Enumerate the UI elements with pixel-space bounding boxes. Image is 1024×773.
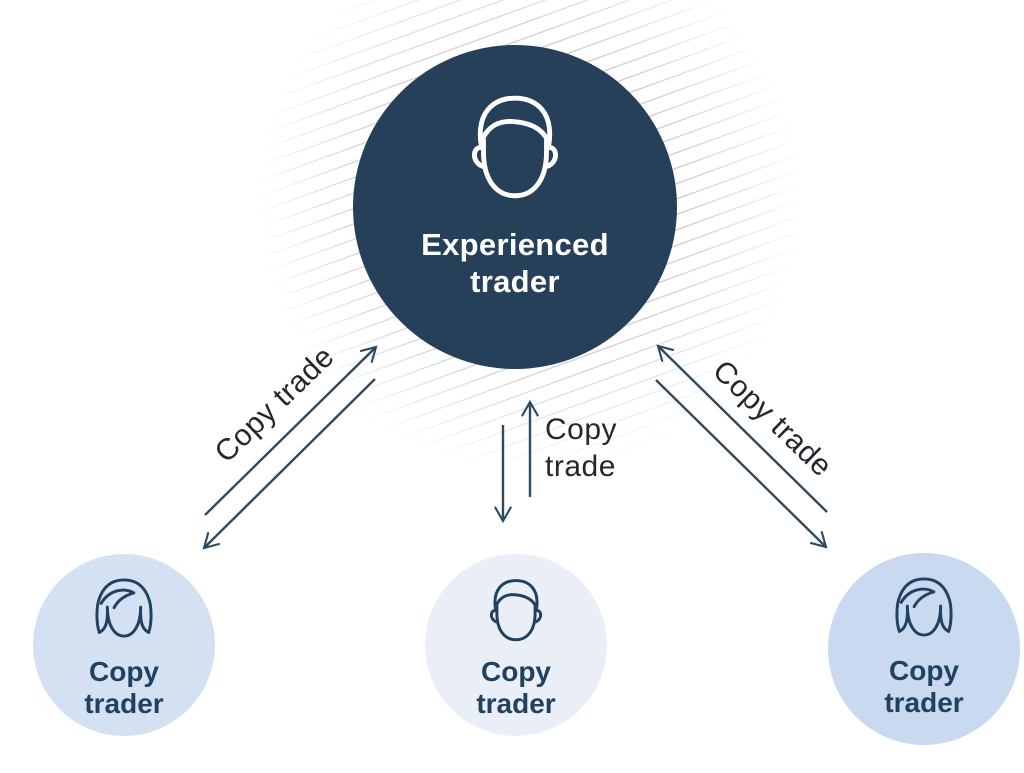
female-face-icon <box>87 574 161 650</box>
male-face-icon <box>454 87 576 213</box>
copy-trader-node-left: Copy trader <box>33 554 215 736</box>
experienced-trader-label: Experienced trader <box>421 227 609 299</box>
copy-trader-label: Copy trader <box>84 656 164 720</box>
experienced-trader-node: Experienced trader <box>353 45 677 369</box>
copy-trader-label: Copy trader <box>476 656 556 720</box>
arrow-left-to-copier <box>202 378 376 550</box>
copy-trader-label: Copy trader <box>884 655 964 719</box>
arrow-right-to-trader <box>656 344 828 513</box>
copy-trade-label-center: Copy trade <box>545 413 618 483</box>
arrow-left-to-trader <box>204 345 378 516</box>
copy-trader-node-center: Copy trader <box>425 554 607 736</box>
copy-trader-node-right: Copy trader <box>828 553 1020 745</box>
male-face-icon <box>479 574 553 650</box>
female-face-icon <box>887 573 961 649</box>
arrow-right-to-copier <box>655 379 828 549</box>
